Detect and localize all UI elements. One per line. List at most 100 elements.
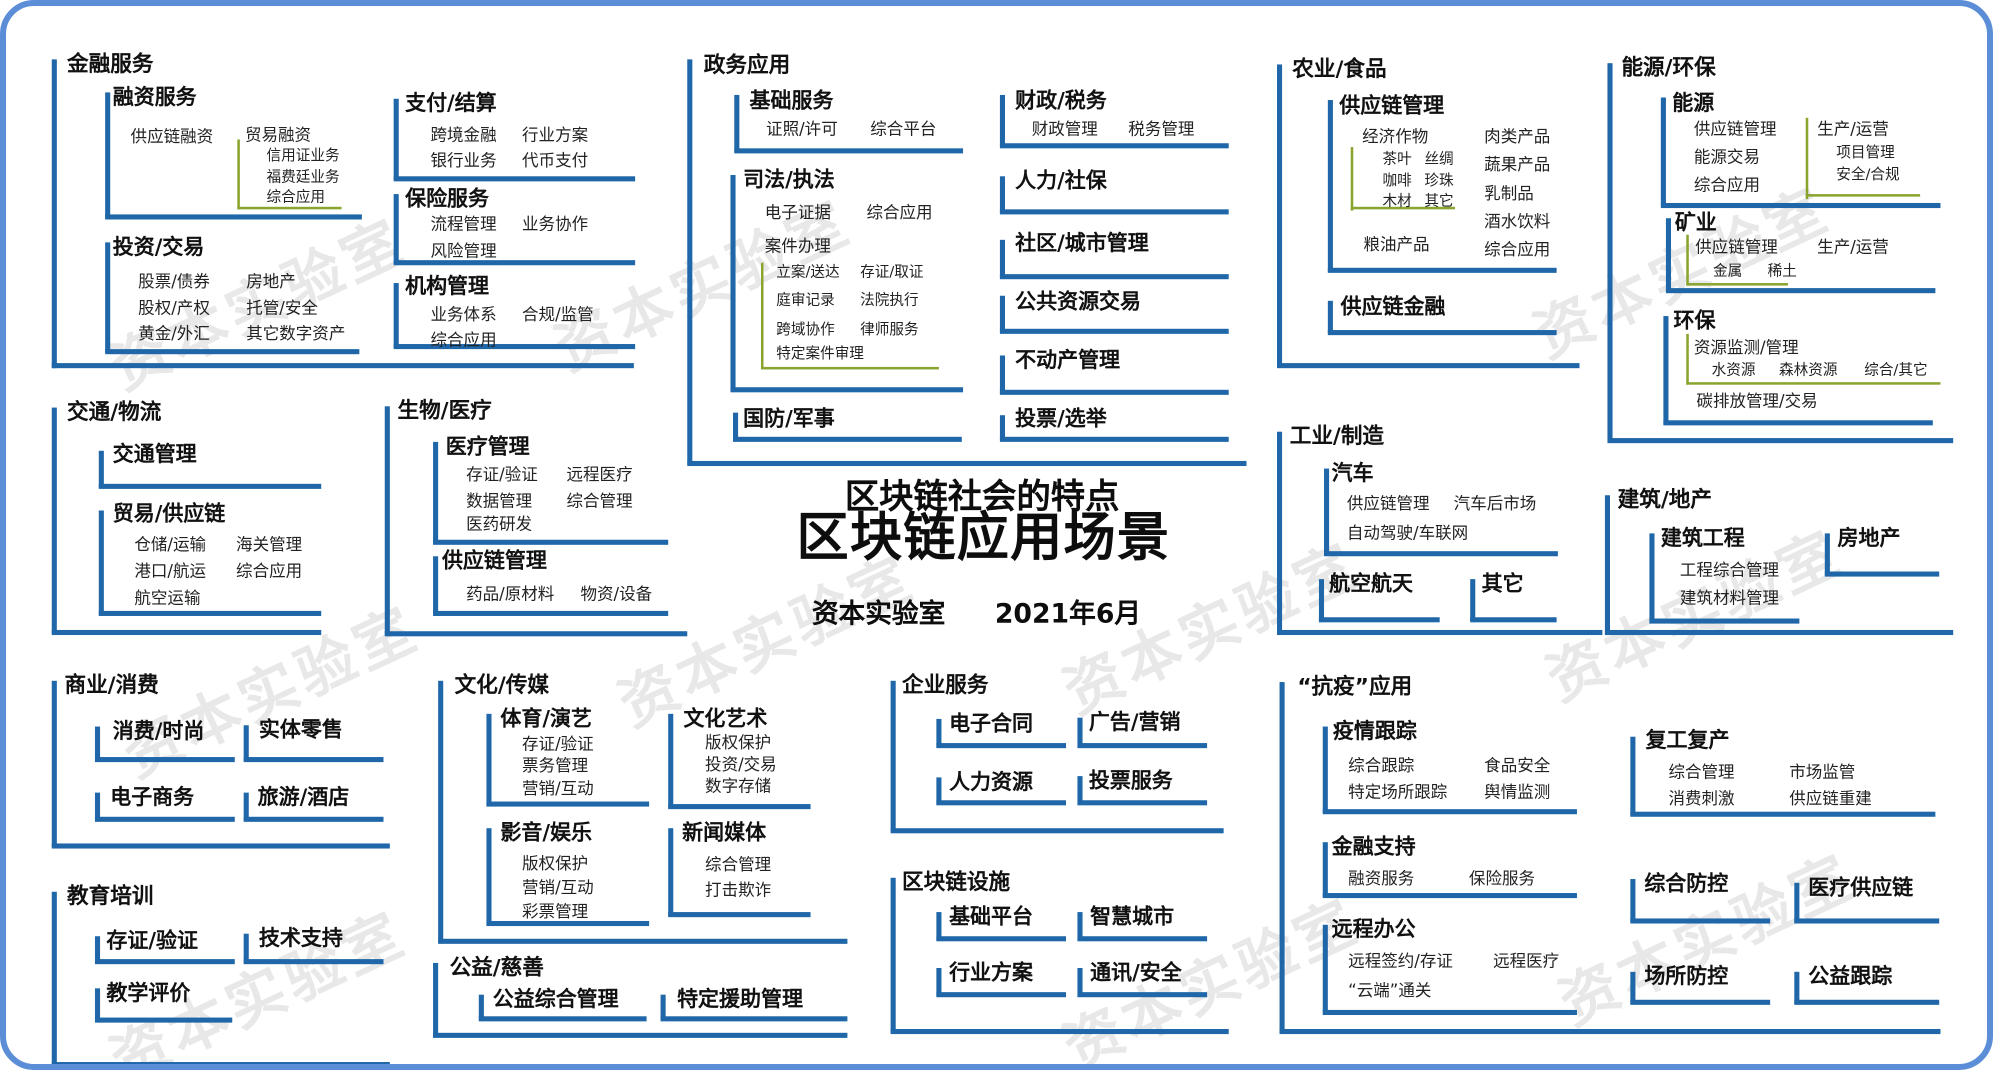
branch-line [936, 912, 942, 941]
branch-line [660, 1016, 848, 1022]
leaf-item: 综合应用 [1484, 241, 1551, 261]
leaf-item: 咖啡 [1382, 171, 1412, 189]
branch-line [51, 891, 57, 1064]
leaf-item: 工程综合管理 [1679, 561, 1780, 581]
branch-smart-city: 智慧城市 [1090, 904, 1175, 929]
leaf-item: 托管/安全 [246, 299, 318, 319]
branch-line [1318, 617, 1440, 623]
leaf-item: 安全/合规 [1836, 164, 1900, 183]
branch-construction: 建筑工程 [1660, 525, 1745, 550]
leaf-item: 肉类产品 [1484, 127, 1551, 148]
branch-line [936, 967, 942, 996]
branch-line [94, 1017, 233, 1023]
leaf-item: 蔬果产品 [1484, 155, 1551, 176]
leaf-item: 业务体系 [430, 305, 497, 325]
leaf-item: 仓储/运输 [134, 535, 207, 555]
branch-tech-support: 技术支持 [258, 926, 343, 951]
leaf-item: 舆情监测 [1484, 783, 1551, 803]
branch-charity-mgmt: 公益综合管理 [492, 987, 619, 1012]
leaf-item: 供应链管理 [1693, 120, 1777, 140]
branch-medical-supply: 医疗供应链 [1808, 875, 1914, 900]
branch-line [433, 556, 439, 615]
branch-line [733, 436, 962, 442]
leaf-item: 存证/验证 [466, 466, 538, 486]
leaf-item: 港口/航运 [134, 562, 207, 582]
branch-line [105, 349, 360, 355]
watermark-text: 资本实验室 [99, 898, 417, 1070]
branch-line [1630, 971, 1636, 1004]
center-author: 资本实验室 [811, 598, 946, 629]
branch-line [660, 994, 666, 1021]
leaf-item: 供应链管理 [1346, 495, 1430, 515]
branch-line [668, 713, 674, 808]
leaf-item: 打击欺诈 [705, 881, 772, 901]
branch-public-resource: 公共资源交易 [1015, 289, 1142, 314]
branch-line [486, 920, 650, 927]
branch-resumption: 复工复产 [1645, 727, 1730, 752]
branch-line [668, 912, 811, 918]
leaf-item: 综合跟踪 [1348, 757, 1415, 777]
branch-tourism: 旅游/酒店 [257, 785, 350, 810]
sub-branch-line [1805, 194, 1921, 197]
leaf-item: 医药研发 [466, 515, 533, 535]
section-title-culture: 文化/传媒 [454, 673, 549, 699]
branch-line [936, 936, 1067, 942]
branch-line [433, 441, 439, 544]
branch-line [1630, 811, 1936, 817]
leaf-item: 保险服务 [1468, 870, 1536, 890]
section-title-finance: 金融服务 [67, 51, 154, 78]
branch-retail: 实体零售 [258, 717, 343, 742]
branch-line [999, 143, 1229, 149]
leaf-item: 酒水饮料 [1484, 213, 1551, 233]
branch-line [486, 713, 492, 806]
branch-line [438, 938, 848, 944]
branch-hr-resources: 人力资源 [949, 769, 1033, 794]
leaf-item: 律师服务 [860, 319, 919, 338]
branch-line [1324, 468, 1330, 555]
branch-auto: 汽车 [1331, 460, 1374, 486]
leaf-item: 供应链融资 [130, 127, 214, 148]
branch-med-supply: 供应链管理 [441, 548, 547, 573]
branch-line [1607, 63, 1613, 441]
leaf-item: 流程管理 [430, 215, 497, 235]
section-title-energy: 能源/环保 [1621, 55, 1716, 81]
leaf-item: 案件办理 [764, 237, 831, 257]
branch-line [1665, 218, 1672, 292]
leaf-item: 综合管理 [566, 492, 633, 512]
branch-line [243, 725, 249, 761]
leaf-item: 跨域协作 [776, 319, 835, 338]
branch-ecommerce: 电子商务 [110, 785, 195, 810]
branch-line [384, 406, 390, 636]
branch-line [51, 629, 322, 636]
branch-line [1077, 717, 1083, 747]
leaf-item: 珍珠 [1424, 171, 1454, 189]
branch-edu-verify: 存证/验证 [106, 928, 198, 953]
branch-line [94, 816, 235, 822]
leaf-item: 食品安全 [1484, 757, 1551, 777]
leaf-item: 自动驾驶/车联网 [1346, 524, 1469, 544]
branch-line [734, 94, 740, 153]
leaf-item: 特定场所跟踪 [1348, 783, 1448, 803]
branch-line [51, 843, 390, 849]
branch-line [98, 610, 322, 616]
leaf-item: 资源监测/管理 [1693, 338, 1799, 359]
leaf-item: 立案/送达 [776, 262, 840, 281]
branch-trade-supply: 贸易/供应链 [112, 501, 226, 526]
branch-line [999, 436, 1229, 442]
branch-line [1604, 495, 1611, 634]
section-title-enterprise: 企业服务 [902, 673, 989, 699]
branch-line [1322, 893, 1577, 899]
branch-line [393, 260, 636, 266]
sub-branch-line [1686, 283, 1788, 286]
sub-branch-line [760, 366, 939, 370]
branch-line [51, 407, 57, 634]
branch-line [94, 959, 235, 965]
branch-line [1322, 809, 1577, 815]
branch-line [105, 242, 111, 352]
branch-line [1279, 682, 1285, 1033]
branch-line [1279, 1028, 1941, 1035]
branch-line [243, 959, 384, 965]
leaf-item: 综合应用 [430, 331, 497, 351]
leaf-item: 彩票管理 [522, 903, 589, 923]
